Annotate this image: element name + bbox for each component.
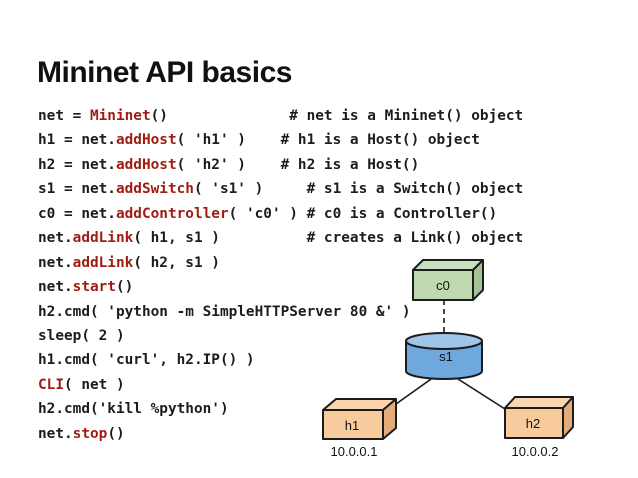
code-segment: h1 = net. [38, 132, 116, 149]
code-segment: stop [72, 425, 108, 442]
code-segment: net. [38, 425, 73, 442]
code-segment: sleep( 2 ) [38, 327, 125, 344]
switch-node: s1 [405, 332, 483, 380]
code-segment: net. [38, 254, 73, 271]
code-segment: addController [115, 205, 229, 222]
code-segment: addSwitch [115, 181, 194, 198]
code-line: s1 = net.addSwitch( 's1' ) # s1 is a Swi… [38, 177, 523, 201]
controller-label: c0 [436, 278, 450, 293]
controller-top-face [412, 259, 484, 271]
code-segment: net. [38, 230, 73, 247]
code-segment: Mininet [89, 108, 151, 124]
code-line: h1 = net.addHost( 'h1' ) # h1 is a Host(… [38, 128, 523, 152]
switch-top [405, 332, 483, 350]
code-line: net.addLink( h1, s1 ) # creates a Link()… [38, 226, 523, 250]
code-line: net.start() [38, 275, 523, 299]
switch-body [405, 340, 483, 380]
host1-front-face [322, 409, 384, 440]
code-segment: ( h2, s1 ) [133, 254, 220, 271]
code-segment: addLink [72, 230, 134, 247]
code-segment: ( 'h2' ) # h2 is a Host() [176, 156, 420, 173]
host2-front-face [504, 407, 564, 439]
host1-node: h1 10.0.0.1 [322, 398, 397, 459]
code-segment: ( 'c0' ) # c0 is a Controller() [228, 205, 498, 222]
code-segment: start [72, 279, 116, 296]
code-line: c0 = net.addController( 'c0' ) # c0 is a… [38, 202, 523, 226]
switch-label: s1 [439, 349, 453, 364]
host2-ip: 10.0.0.2 [512, 444, 559, 459]
code-segment: h2 = net. [38, 156, 116, 173]
code-line: sleep( 2 ) [38, 324, 523, 348]
code-segment: () [107, 425, 125, 442]
code-line: h2.cmd('kill %python') [38, 397, 523, 421]
code-segment: () [115, 279, 134, 296]
code-line: CLI( net ) [38, 373, 523, 397]
code-segment: addHost [115, 132, 177, 149]
code-segment: ( net ) [64, 376, 125, 393]
code-line: h1.cmd( 'curl', h2.IP() ) [38, 348, 523, 372]
code-segment: CLI [38, 376, 64, 393]
code-segment: addLink [72, 254, 134, 271]
code-line: h2 = net.addHost( 'h2' ) # h2 is a Host(… [38, 153, 523, 177]
code-line: net.addLink( h2, s1 ) [38, 251, 523, 275]
host1-label: h1 [345, 418, 359, 433]
code-line: net.stop() [38, 422, 523, 446]
code-segment: ( 'h1' ) # h1 is a Host() object [176, 132, 480, 149]
code-line: net = Mininet() # net is a Mininet() obj… [38, 104, 523, 128]
code-segment: ( 's1' ) # s1 is a Switch() object [193, 181, 524, 198]
code-segment: net = [38, 108, 90, 124]
controller-node: c0 [412, 259, 484, 301]
host2-node: h2 10.0.0.2 [504, 396, 574, 459]
host1-ip: 10.0.0.1 [331, 444, 378, 459]
host2-label: h2 [526, 416, 540, 431]
host2-top-face [504, 396, 574, 409]
topology-diagram: c0 s1 h1 10.0.0.1 h2 10.0.0.2 [322, 259, 574, 459]
code-line: h2.cmd( 'python -m SimpleHTTPServer 80 &… [38, 300, 523, 324]
slide-title: Mininet API basics [37, 56, 292, 89]
code-segment: () # net is a Mininet() object [150, 108, 524, 124]
code-block: net = Mininet() # net is a Mininet() obj… [38, 104, 523, 446]
code-segment: h2.cmd('kill %python') [38, 401, 229, 418]
code-segment: ( h1, s1 ) # creates a Link() object [133, 230, 524, 247]
code-segment: addHost [115, 156, 177, 173]
code-segment: net. [38, 279, 73, 296]
code-segment: c0 = net. [38, 205, 116, 222]
code-segment: h2.cmd( 'python -m SimpleHTTPServer 80 &… [38, 303, 411, 320]
controller-front-face [412, 269, 474, 301]
code-segment: s1 = net. [38, 181, 116, 198]
code-segment: h1.cmd( 'curl', h2.IP() ) [38, 352, 255, 369]
